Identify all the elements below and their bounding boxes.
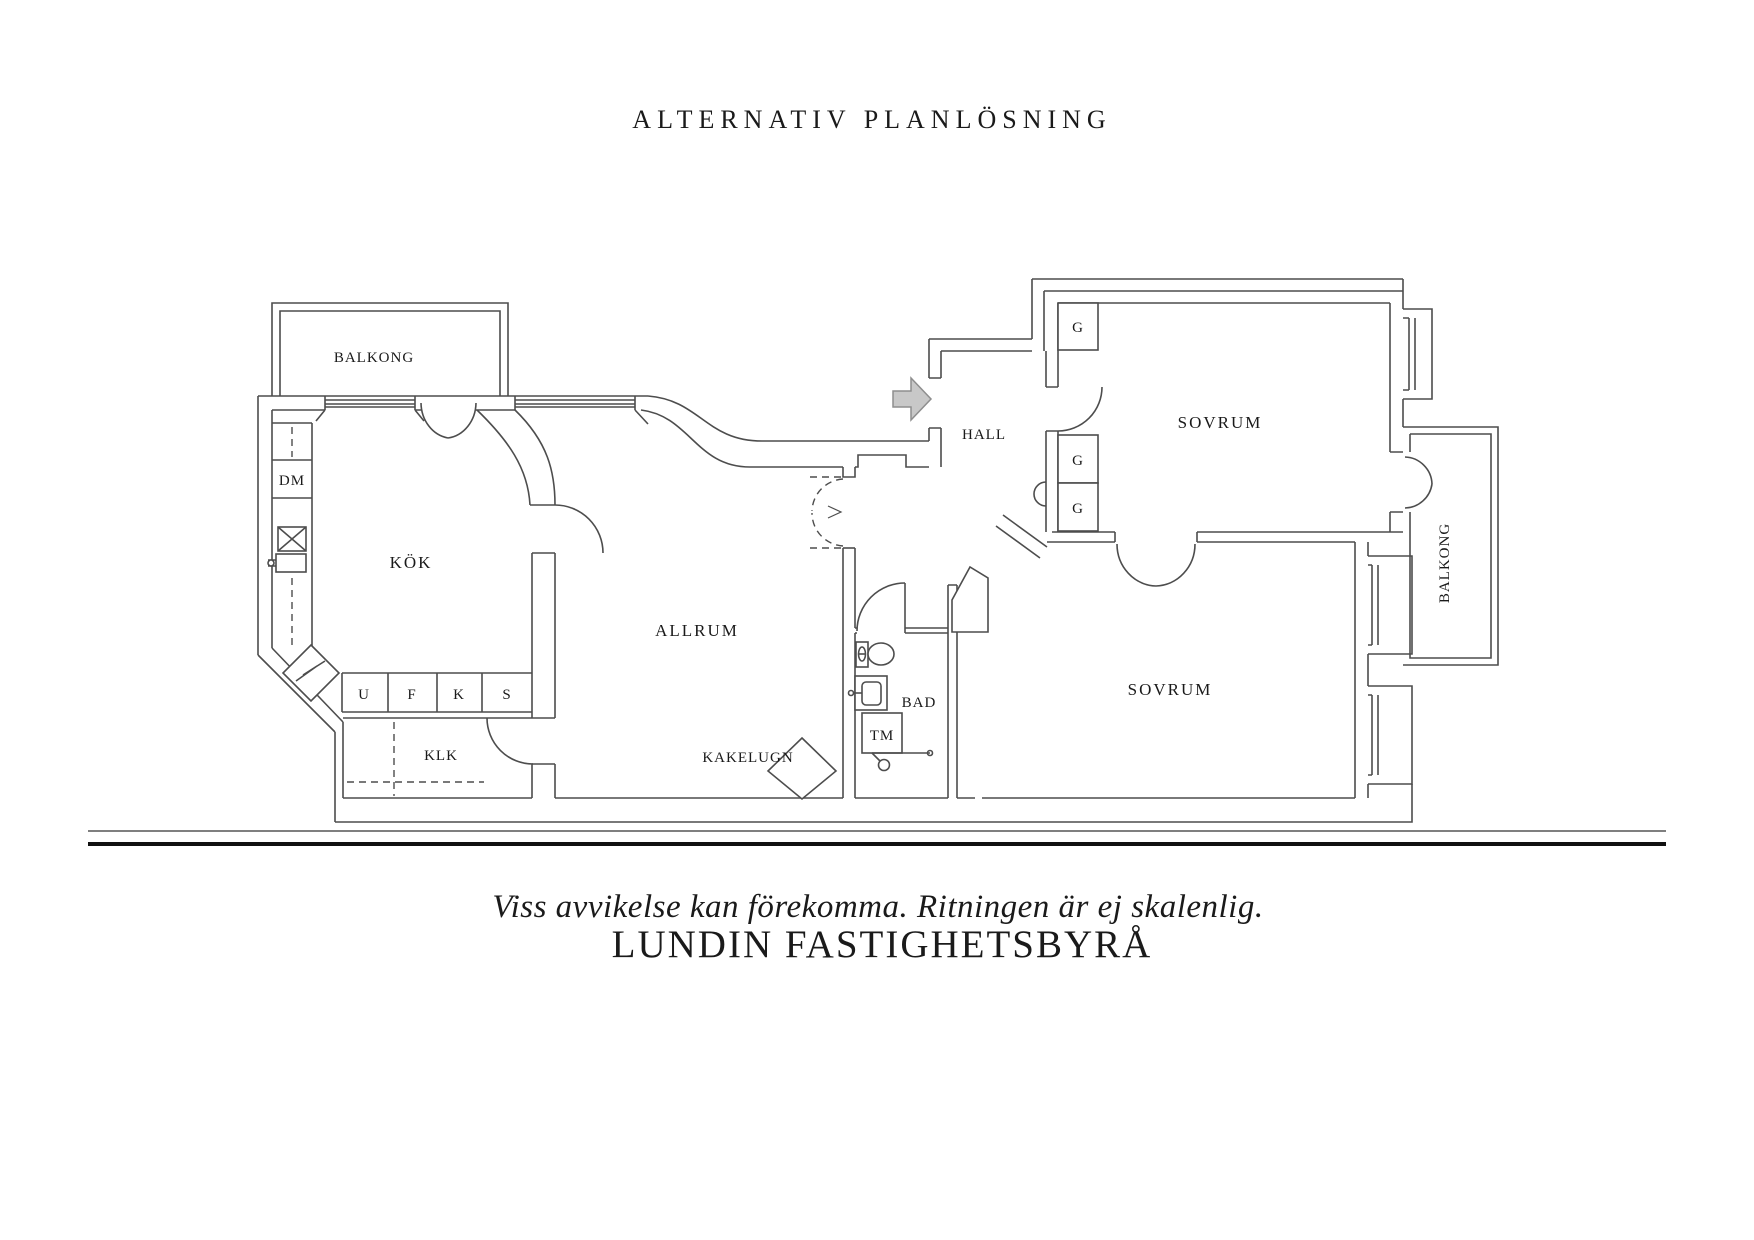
balcony-right-door: [1390, 451, 1433, 513]
label-hall: HALL: [962, 427, 1006, 443]
wardrobe-1-box: [1057, 302, 1099, 351]
label-bad: BAD: [902, 695, 937, 711]
cabinet-row: [341, 672, 532, 713]
label-balkong-right: BALKONG: [1437, 523, 1453, 603]
klk-door-arc: [486, 717, 534, 765]
wardrobe-3-box: [1057, 482, 1099, 532]
sovrum-se-bay-window-1: [1368, 555, 1413, 655]
entrance-arrow-icon: [892, 376, 933, 422]
stove-hob: [277, 526, 307, 552]
footer-brand: LUNDIN FASTIGHETSBYRÅ: [612, 923, 1153, 966]
sovrum-se-double-door: [1116, 543, 1196, 587]
balcony-left-door: [420, 402, 477, 439]
balcony-right-inner: [1409, 433, 1492, 659]
label-sovrum-se: SOVRUM: [1128, 680, 1213, 699]
label-balkong-left: BALKONG: [334, 350, 414, 366]
footer-rule-thick: [88, 842, 1666, 846]
wall-niche-arc: [1033, 481, 1047, 507]
balcony-right-outline: [1403, 426, 1499, 666]
sovrum-se-bay-window-2: [1368, 685, 1413, 785]
label-s: S: [502, 687, 511, 703]
curved-wall: [647, 395, 929, 442]
proposed-door-dashed: [810, 476, 844, 549]
label-g2: G: [1072, 453, 1084, 469]
label-klk: KLK: [424, 748, 458, 764]
fixtures: [267, 302, 1099, 801]
label-k: K: [453, 687, 465, 703]
footer-disclaimer: Viss avvikelse kan förekomma. Ritningen …: [492, 889, 1263, 925]
footer-rules: [88, 830, 1666, 846]
sovrum-ne-bay-window: [1403, 308, 1433, 400]
label-kakelugn: KAKELUGN: [702, 750, 793, 766]
labels: ALTERNATIV PLANLÖSNING BALKONG DM KÖK U …: [279, 105, 1453, 966]
label-u: U: [358, 687, 370, 703]
washbasin: [847, 675, 888, 711]
label-dm: DM: [279, 473, 305, 489]
chimney-shaft: [951, 565, 989, 633]
balcony-left-inner: [279, 310, 501, 396]
balcony-left-outline: [271, 302, 509, 396]
label-g3: G: [1072, 501, 1084, 517]
sovrum-ne-door-arc: [1057, 386, 1103, 432]
kitchen-window: [315, 396, 425, 422]
shower: [871, 749, 934, 772]
kakelugn-stove: [766, 736, 838, 801]
label-kok: KÖK: [390, 553, 433, 572]
walls: [257, 278, 1499, 823]
label-allrum: ALLRUM: [655, 621, 739, 640]
page-title: ALTERNATIV PLANLÖSNING: [632, 105, 1111, 134]
label-sovrum-ne: SOVRUM: [1178, 413, 1263, 432]
label-g1: G: [1072, 320, 1084, 336]
label-tm: TM: [870, 728, 895, 744]
kitchen-counter: [272, 422, 313, 648]
dashed-lines: [291, 427, 844, 796]
corner-stove: [281, 643, 341, 703]
bad-door-arc: [856, 582, 906, 632]
allrum-window: [514, 396, 649, 425]
kok-allrum-door-arc: [554, 504, 604, 554]
kitchen-sink: [267, 553, 307, 573]
label-f: F: [407, 687, 416, 703]
proposed-door-arrow: [827, 505, 843, 519]
toilet: [855, 641, 895, 668]
